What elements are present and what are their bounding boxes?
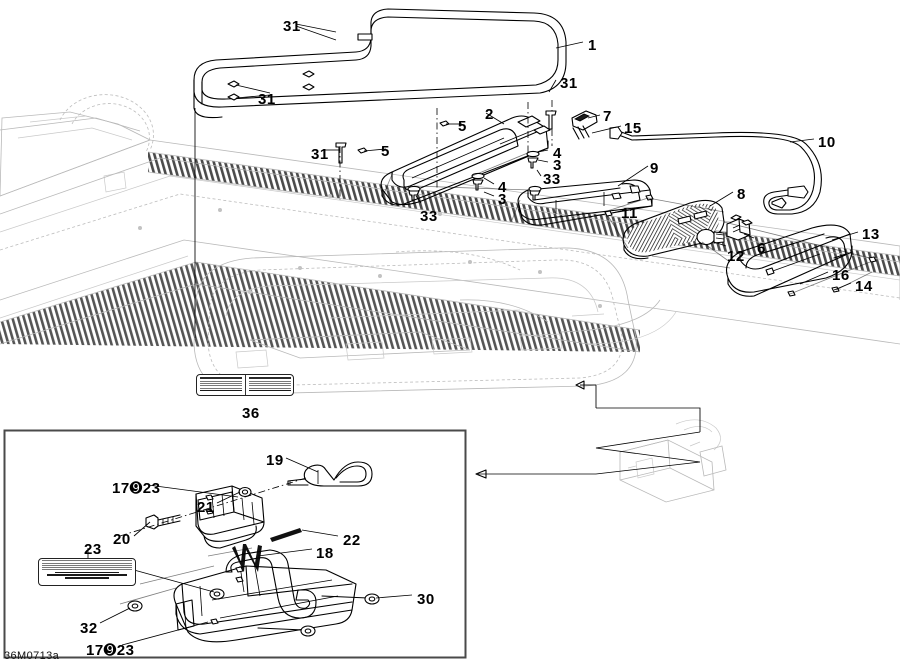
callout-14: 14: [855, 278, 873, 295]
callout-30: 30: [417, 591, 435, 608]
part-1-grab-handle: [193, 8, 567, 119]
callout-12: 12: [727, 248, 745, 265]
callout-8: 8: [737, 186, 746, 203]
callout-33a: 33: [543, 171, 561, 188]
callout-22: 22: [343, 532, 361, 549]
callout-13: 13: [862, 226, 880, 243]
callout-19: 19: [266, 452, 284, 469]
part-9-right-bumper-panel: [517, 179, 653, 226]
part-12-bulb: [696, 228, 725, 246]
callout-6: 6: [757, 240, 766, 257]
part-20-bolt: [145, 514, 181, 530]
part-10-wiring-harness: [609, 126, 822, 215]
warning-decal-23: [38, 558, 136, 586]
leader-lines-main: [194, 23, 873, 479]
decal-36-panel-right: [245, 375, 293, 395]
callout-23: 23: [84, 541, 102, 558]
drawing-code: 36M0713a: [4, 650, 60, 662]
part-15-cable-ties: [572, 125, 590, 140]
part-2-left-bumper-panel: [380, 115, 551, 206]
callout-17-23b: 17➒23: [86, 642, 135, 659]
callout-3b: 3: [498, 191, 507, 208]
callout-31b: 31: [258, 91, 276, 108]
callout-16: 16: [832, 267, 850, 284]
callout-31c: 31: [560, 75, 578, 92]
callout-1: 1: [588, 37, 597, 54]
callout-4a: 4: [553, 145, 562, 162]
part-19-safety-pin: [287, 461, 373, 487]
part-6-socket: [726, 214, 753, 241]
callout-5a: 5: [458, 118, 467, 135]
callout-3a: 3: [553, 157, 562, 174]
callout-31a: 31: [283, 18, 301, 35]
callout-15: 15: [624, 120, 642, 137]
inset-artwork: [3, 429, 467, 659]
decal-36-panel-left: [197, 375, 245, 395]
callout-36: 36: [242, 405, 260, 422]
leader-lines-inset: [87, 457, 413, 646]
callout-2: 2: [485, 106, 494, 123]
callout-21: 21: [197, 499, 215, 516]
callout-5b: 5: [381, 143, 390, 160]
callout-9: 9: [650, 160, 659, 177]
decal-23-panel: [39, 559, 135, 585]
part-22-cotter-pin: [270, 528, 302, 542]
callout-17-23a: 17➒23: [112, 480, 161, 497]
warning-decal-36: [196, 374, 294, 396]
callout-4b: 4: [498, 179, 507, 196]
ghost-hitch-reference: [619, 419, 727, 503]
callout-31d: 31: [311, 146, 329, 163]
callout-10: 10: [818, 134, 836, 151]
callout-18: 18: [316, 545, 334, 562]
callout-32: 32: [80, 620, 98, 637]
callout-11: 11: [621, 205, 638, 222]
part-7-connector: [571, 110, 598, 131]
part-13-taillight-housing: [725, 224, 853, 297]
callout-20: 20: [113, 531, 131, 548]
ghost-chassis: [0, 94, 900, 395]
callout-33b: 33: [420, 208, 438, 225]
callout-7: 7: [603, 108, 612, 125]
